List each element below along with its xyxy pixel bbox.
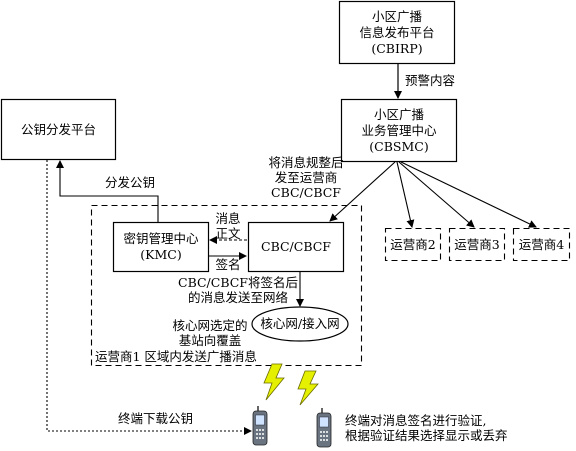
cbirp-line1: 小区广播 (371, 8, 422, 24)
arrow-cbsmc-to-operator2 (396, 161, 415, 228)
to-operator-line1: 将消息规整后 (268, 155, 344, 170)
operator4-label: 运营商4 (518, 236, 565, 252)
arrow-kmc-to-key-platform (56, 160, 159, 222)
cbsmc-box (340, 98, 458, 163)
mobile-phone-icon (252, 406, 268, 446)
warning-content-label: 预警内容 (405, 73, 456, 88)
cbsmc-line3: (CBSMC) (369, 138, 429, 154)
cbirp-node: 小区广播 信息发布平台 (CBIRP) (340, 2, 454, 63)
cbsmc-line1: 小区广播 (373, 106, 424, 122)
operator2-node: 运营商2 (386, 229, 440, 260)
key-platform-label: 公钥分发平台 (20, 121, 96, 137)
operator2-label: 运营商2 (390, 236, 436, 252)
cbirp-line2: 信息发布平台 (359, 24, 435, 40)
arrow-cbsmc-to-cbc (329, 161, 396, 222)
cbsmc-line2: 业务管理中心 (361, 122, 437, 138)
message-body-label: 消息 正文 (211, 211, 245, 241)
to-operator-line3: CBC/CBCF (271, 185, 341, 200)
mobile-phone-icon (316, 408, 332, 448)
lightning-icon (263, 363, 285, 401)
cbirp-box (338, 0, 456, 65)
cbc-send-label: CBC/CBCF将签名后 的消息发送至网络 (168, 275, 308, 305)
core-network-node: 核心网/接入网 (252, 316, 348, 332)
key-platform-node: 公钥分发平台 (2, 100, 115, 159)
key-platform-box (0, 98, 117, 161)
cbsmc-node: 小区广播 业务管理中心 (CBSMC) (342, 100, 456, 161)
operator1-region-box (90, 204, 363, 367)
operator3-label: 运营商3 (454, 236, 500, 252)
lightning-icon (297, 370, 319, 406)
cbc-label: CBC/CBCF (261, 239, 331, 254)
cbirp-line3: (CBIRP) (371, 40, 423, 56)
verify-line1: 终端对消息签名进行验证, (345, 413, 487, 428)
cbc-send-line2: 的消息发送至网络 (187, 290, 288, 305)
message-body-line2: 正文 (215, 226, 241, 241)
download-key-label: 终端下载公钥 (118, 411, 194, 426)
kmc-node: 密钥管理中心 (KMC) (114, 223, 208, 271)
to-operator-label: 将消息规整后 发至运营商 CBC/CBCF (248, 155, 364, 200)
verify-line2: 根据验证结果选择显示或丢弃 (345, 428, 508, 443)
signature-label: 签名 (215, 257, 241, 272)
kmc-line1: 密钥管理中心 (123, 231, 199, 246)
coverage-line1: 核心网选定的 (172, 318, 248, 333)
kmc-line2: (KMC) (140, 247, 182, 262)
cbc-node: CBC/CBCF (249, 223, 343, 271)
coverage-label: 核心网选定的 基站向覆盖 (170, 318, 250, 348)
operator4-node: 运营商4 (514, 229, 569, 260)
distribute-key-label: 分发公钥 (105, 175, 156, 190)
kmc-box (112, 221, 210, 273)
core-network-label: 核心网/接入网 (260, 316, 340, 331)
operator3-node: 运营商3 (450, 229, 504, 260)
arrow-cbsmc-to-operator4 (400, 161, 537, 228)
operator1-label: 运营商1 区域内发送广播消息 (95, 349, 257, 364)
message-body-line1: 消息 (215, 211, 241, 226)
coverage-line2: 基站向覆盖 (178, 333, 242, 348)
core-network-ellipse (251, 306, 349, 342)
operator3-box (448, 227, 506, 262)
cbc-send-line1: CBC/CBCF将签名后 (178, 275, 298, 290)
verify-label: 终端对消息签名进行验证, 根据验证结果选择显示或丢弃 (345, 413, 508, 443)
arrow-cbsmc-to-operator3 (398, 161, 475, 228)
to-operator-line2: 发至运营商 (274, 170, 338, 185)
cbc-box (247, 221, 345, 273)
operator2-box (384, 227, 442, 262)
operator4-box (512, 227, 571, 262)
